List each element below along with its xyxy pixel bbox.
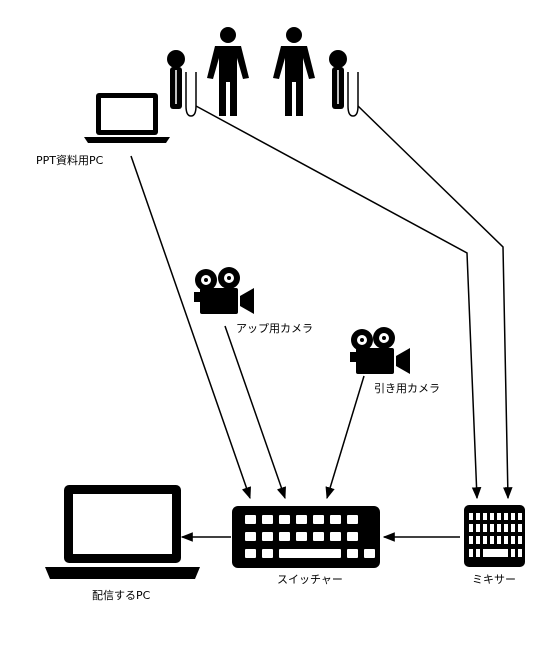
connector-ppt-to-switcher [130, 155, 251, 500]
laptop-icon [45, 485, 200, 579]
mixer-label: ミキサー [472, 573, 516, 586]
connector-mic-left-to-mixer [195, 105, 482, 500]
microphone-icon [167, 50, 197, 117]
person-icon [273, 27, 315, 116]
connector-widecam-to-switcher [325, 375, 365, 500]
video-camera-icon [350, 327, 410, 374]
streaming-pc-label: 配信するPC [92, 589, 151, 602]
up-camera-label: アップ用カメラ [236, 322, 313, 335]
keyboard-icon [232, 506, 380, 568]
connector-upcam-to-switcher [224, 325, 286, 500]
mixer-icon [464, 505, 525, 567]
switcher-label: スイッチャー [277, 573, 343, 586]
laptop-icon [84, 93, 170, 143]
connector-mic-right-to-mixer [357, 105, 513, 500]
wide-camera-label: 引き用カメラ [374, 381, 440, 395]
video-camera-icon [194, 267, 254, 314]
ppt-pc-label: PPT資料用PC [36, 153, 104, 167]
microphone-icon [329, 50, 359, 117]
person-icon [207, 27, 249, 116]
